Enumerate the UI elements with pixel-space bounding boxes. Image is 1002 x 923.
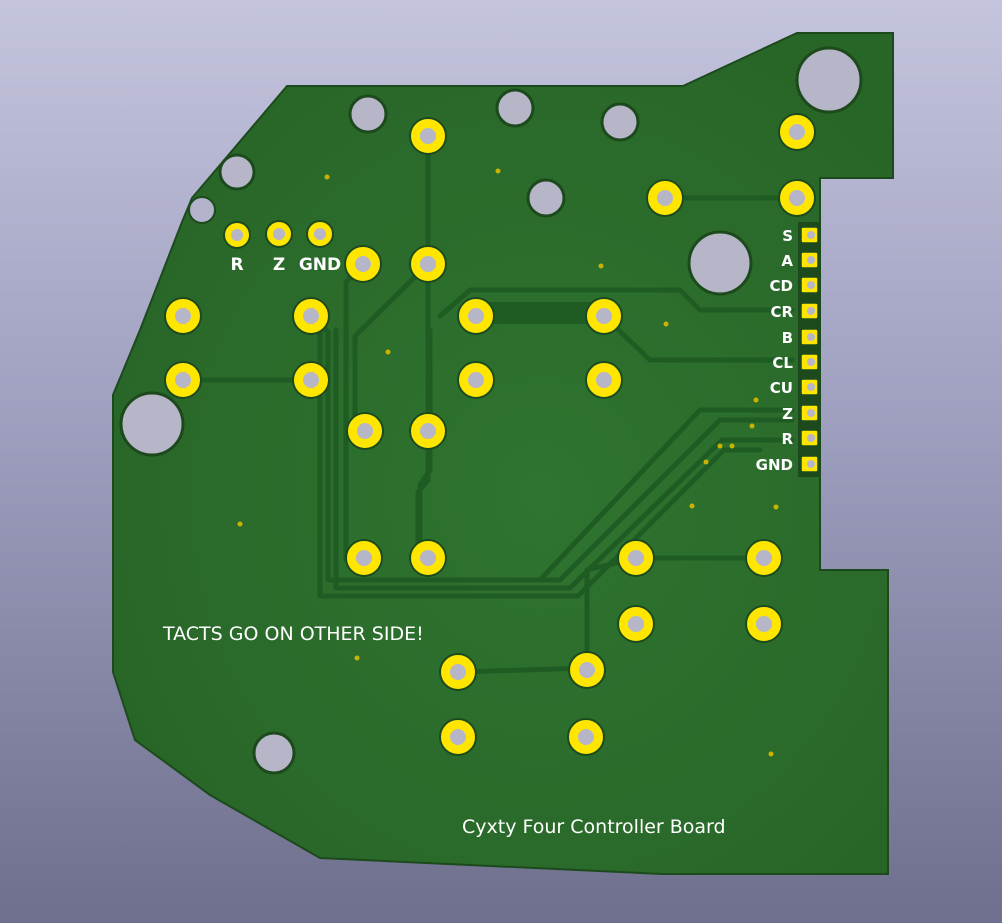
edge-connector — [798, 222, 820, 477]
connector-label: A — [781, 252, 793, 270]
connector-label: R — [781, 430, 793, 448]
left-header-label-gnd: GND — [299, 255, 341, 275]
connector-label: CD — [770, 277, 793, 295]
connector-label: Z — [782, 405, 793, 423]
connector-label: GND — [756, 456, 793, 474]
mounting-holes — [119, 46, 863, 775]
mounting-hole — [600, 102, 640, 142]
mounting-hole — [218, 153, 256, 191]
trace-band — [480, 302, 600, 324]
board-note: TACTS GO ON OTHER SIDE! — [162, 623, 424, 645]
connector-label: CU — [770, 379, 793, 397]
connector-label: CR — [770, 303, 793, 321]
board-title: Cyxty Four Controller Board — [462, 816, 726, 838]
mounting-hole — [495, 88, 535, 128]
left-header-label-r: R — [230, 255, 243, 275]
connector-label: CL — [772, 354, 793, 372]
right-header-labels: S A CD CR B CL CU Z R GND — [756, 227, 794, 474]
mounting-hole — [795, 46, 863, 114]
vias — [237, 168, 779, 757]
mounting-hole — [119, 391, 185, 457]
connector-label: B — [782, 329, 793, 347]
edge-notch — [188, 196, 216, 224]
mounting-hole — [687, 230, 753, 296]
pads — [164, 113, 816, 756]
mounting-hole — [526, 178, 566, 218]
left-header-label-z: Z — [273, 255, 285, 275]
connector-label: S — [782, 227, 793, 245]
mounting-hole — [252, 731, 296, 775]
mounting-hole — [348, 94, 388, 134]
